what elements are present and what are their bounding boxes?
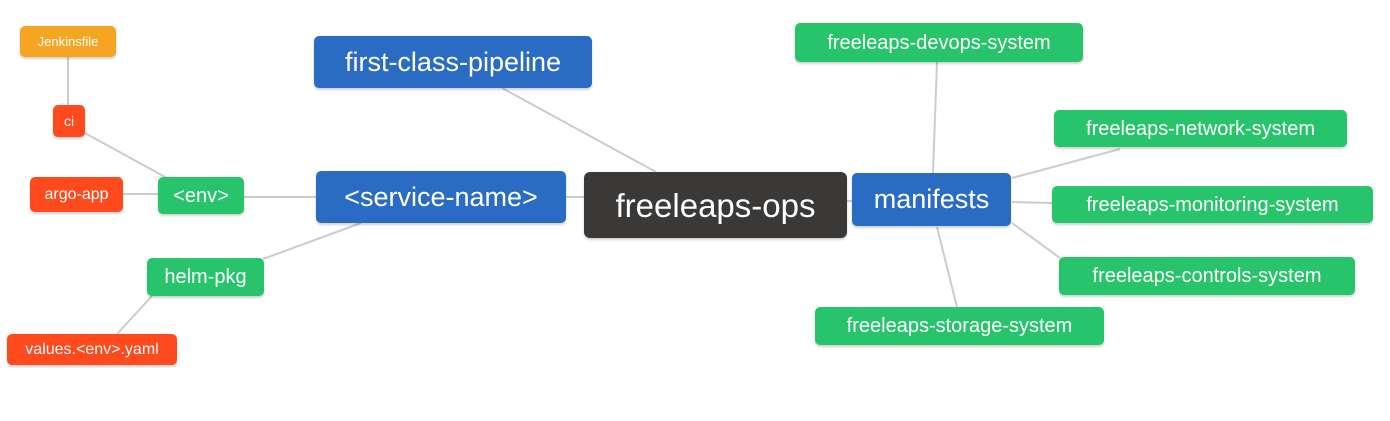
edge-values-helm-pkg (116, 295, 153, 335)
edge-manifests-storage (936, 226, 958, 308)
node-values-env-yaml[interactable]: values.<env>.yaml (7, 334, 177, 365)
edge-manifests-network (1011, 148, 1121, 179)
node-freeleaps-storage-system[interactable]: freeleaps-storage-system (815, 307, 1104, 345)
edge-manifests-monitoring (1011, 201, 1053, 204)
edge-manifests-devops (932, 61, 938, 174)
node-first-class-pipeline[interactable]: first-class-pipeline (314, 36, 592, 88)
node-jenkinsfile[interactable]: Jenkinsfile (20, 26, 116, 57)
edge-helm-pkg-service-name (262, 222, 362, 260)
node-argo-app[interactable]: argo-app (30, 177, 123, 212)
node-freeleaps-devops-system[interactable]: freeleaps-devops-system (795, 23, 1083, 62)
node-ci[interactable]: ci (53, 105, 85, 137)
node-freeleaps-network-system[interactable]: freeleaps-network-system (1054, 110, 1347, 147)
node-env[interactable]: <env> (158, 177, 244, 214)
node-freeleaps-controls-system[interactable]: freeleaps-controls-system (1059, 257, 1355, 295)
edge-manifests-controls (1011, 222, 1061, 259)
node-service-name[interactable]: <service-name> (316, 171, 566, 223)
edge-pipeline-root (501, 87, 657, 173)
node-freeleaps-ops-root[interactable]: freeleaps-ops (584, 172, 847, 238)
node-freeleaps-monitoring-system[interactable]: freeleaps-monitoring-system (1052, 186, 1373, 223)
node-helm-pkg[interactable]: helm-pkg (147, 258, 264, 296)
edge-ci-env (82, 131, 168, 179)
node-manifests[interactable]: manifests (852, 173, 1011, 226)
